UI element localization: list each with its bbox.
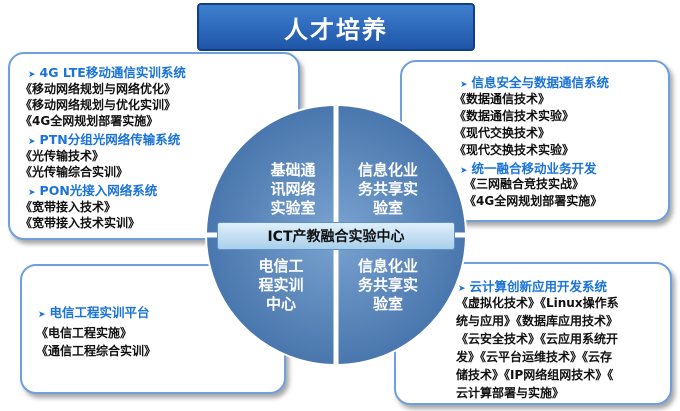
course-item: 云计算部署与实施》 (456, 386, 565, 400)
panel-heading: ➤PON光接入网络系统 (28, 183, 158, 198)
panel-cloud-computing: ➤云计算创新应用开发系统 《虚拟化技术》《Linux操作系 统与应用》《数据库应… (394, 262, 672, 405)
course-item: 《三网融合竞技实战》 (464, 177, 585, 191)
course-item: 《现代交换技术》 (454, 126, 551, 140)
course-item: 发》《云平台运维技术》《云存 (456, 350, 613, 364)
triangle-bullet-icon: ➤ (460, 166, 468, 176)
page-title: 人才培养 (284, 15, 388, 44)
panel-telecom-engineering: ➤电信工程实训平台 《电信工程实施》 《通信工程综合实训》 (20, 264, 286, 394)
course-item: 《光传输技术》 (20, 149, 105, 163)
course-item: 《4G全网规划部署实施》 (20, 114, 159, 128)
course-item: 《云安全技术》《云应用系统开 (456, 332, 619, 346)
triangle-bullet-icon: ➤ (28, 137, 36, 147)
center-label: ICT产教融合实验中心 (217, 222, 455, 250)
course-item: 《数据通信技术实验》 (454, 109, 575, 123)
course-item: 《移动网络规划与优化实训》 (20, 98, 177, 112)
quadrant-label-telecom-training-center: 电信工程实训中心 (258, 257, 304, 313)
center-label-text: ICT产教融合实验中心 (267, 229, 405, 245)
triangle-bullet-icon: ➤ (38, 310, 46, 320)
course-item: 《数据通信技术》 (454, 92, 551, 106)
course-item: 《宽带接入技术实训》 (20, 216, 141, 230)
course-item: 《4G全网规划部署实施》 (464, 194, 603, 208)
triangle-bullet-icon: ➤ (458, 284, 466, 294)
triangle-bullet-icon: ➤ (28, 70, 36, 80)
panel-heading: ➤统一融合移动业务开发 (460, 161, 597, 176)
quadrant-label-info-sharing-lab-top: 信息化业务共享实验室 (357, 161, 418, 217)
panel-heading: ➤PTN分组光网络传输系统 (28, 132, 181, 147)
quadrant-label-info-sharing-lab-bottom: 信息化业务共享实验室 (357, 257, 418, 313)
course-item: 储技术》《IP网络组网技术》《 (456, 368, 614, 382)
quadrant-label-basic-comm-lab: 基础通讯网络实验室 (270, 161, 316, 217)
course-item: 《宽带接入技术》 (20, 200, 117, 214)
triangle-bullet-icon: ➤ (460, 80, 468, 90)
course-item: 《现代交换技术实验》 (454, 143, 575, 157)
course-item: 《移动网络规划与网络优化》 (20, 82, 177, 96)
course-item: 统与应用》《数据库应用技术》 (456, 314, 619, 328)
title-banner: 人才培养 (197, 3, 475, 51)
course-item: 《通信工程综合实训》 (36, 344, 157, 358)
course-item: 《虚拟化技术》《Linux操作系 (456, 296, 619, 310)
course-item: 《光传输综合实训》 (20, 165, 129, 179)
panel-heading: ➤云计算创新应用开发系统 (458, 279, 608, 294)
course-item: 《电信工程实施》 (36, 326, 133, 340)
triangle-bullet-icon: ➤ (28, 188, 36, 198)
panel-heading: ➤电信工程实训平台 (38, 305, 150, 320)
panel-heading: ➤4G LTE移动通信实训系统 (28, 65, 186, 80)
panel-heading: ➤信息安全与数据通信系统 (460, 75, 610, 90)
